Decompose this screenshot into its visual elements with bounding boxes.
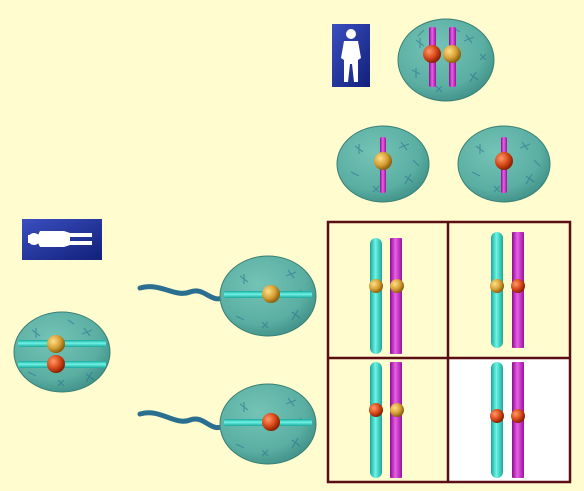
offspring-cell-3	[328, 358, 448, 482]
offspring-cell-2	[448, 222, 570, 358]
male-silhouette-icon	[22, 219, 102, 260]
offspring-3-chromosomes	[369, 362, 404, 478]
father-gamete-2	[137, 383, 317, 465]
mother-cell	[397, 18, 495, 102]
offspring-1-chromosomes	[369, 238, 404, 354]
father-allele-bottom	[47, 355, 65, 373]
offspring-4-chromosomes	[490, 362, 525, 478]
father-allele-top	[47, 335, 65, 353]
father-gamete-1	[137, 255, 317, 337]
punnett-grid	[326, 220, 572, 484]
mother-gamete-1	[336, 125, 430, 203]
father-cell	[13, 311, 111, 393]
offspring-2-chromosomes	[490, 232, 525, 348]
offspring-cell-1	[328, 222, 448, 358]
mother-allele-left	[423, 45, 441, 63]
female-silhouette-icon	[332, 24, 370, 87]
mother-allele-right	[443, 45, 461, 63]
mother-gamete-2	[457, 125, 551, 203]
offspring-cell-4	[448, 358, 570, 482]
